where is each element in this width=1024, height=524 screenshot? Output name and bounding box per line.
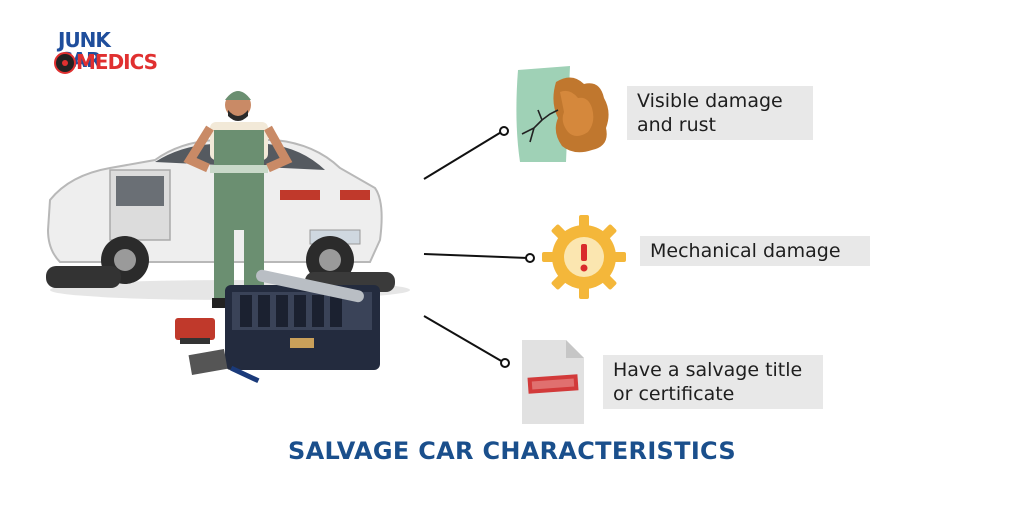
- wheel-icon: [54, 52, 76, 74]
- label-line: Mechanical damage: [650, 240, 841, 262]
- gear-warning-icon: [542, 215, 626, 299]
- label-salvage-title: Have a salvage title or certificate: [603, 355, 823, 409]
- mechanic-car-illustration: [46, 91, 410, 384]
- label-line: Have a salvage title: [613, 359, 803, 381]
- label-line: and rust: [637, 114, 716, 136]
- label-mechanical-damage: Mechanical damage: [640, 236, 870, 266]
- tool-parts-icon: [175, 318, 260, 384]
- label-line: Visible damage: [637, 90, 783, 112]
- mechanic-icon: [183, 91, 293, 308]
- logo-line-2: MEDICS: [76, 50, 158, 74]
- page-title: SALVAGE CAR CHARACTERISTICS: [288, 437, 736, 465]
- toolbox-icon: [225, 269, 380, 370]
- document-stamp-icon: [522, 340, 584, 424]
- label-line: or certificate: [613, 383, 735, 405]
- rust-crack-icon: [516, 66, 609, 162]
- label-visible-damage: Visible damage and rust: [627, 86, 813, 140]
- junk-car-medics-logo[interactable]: JUNK CAR MEDICS: [54, 28, 158, 80]
